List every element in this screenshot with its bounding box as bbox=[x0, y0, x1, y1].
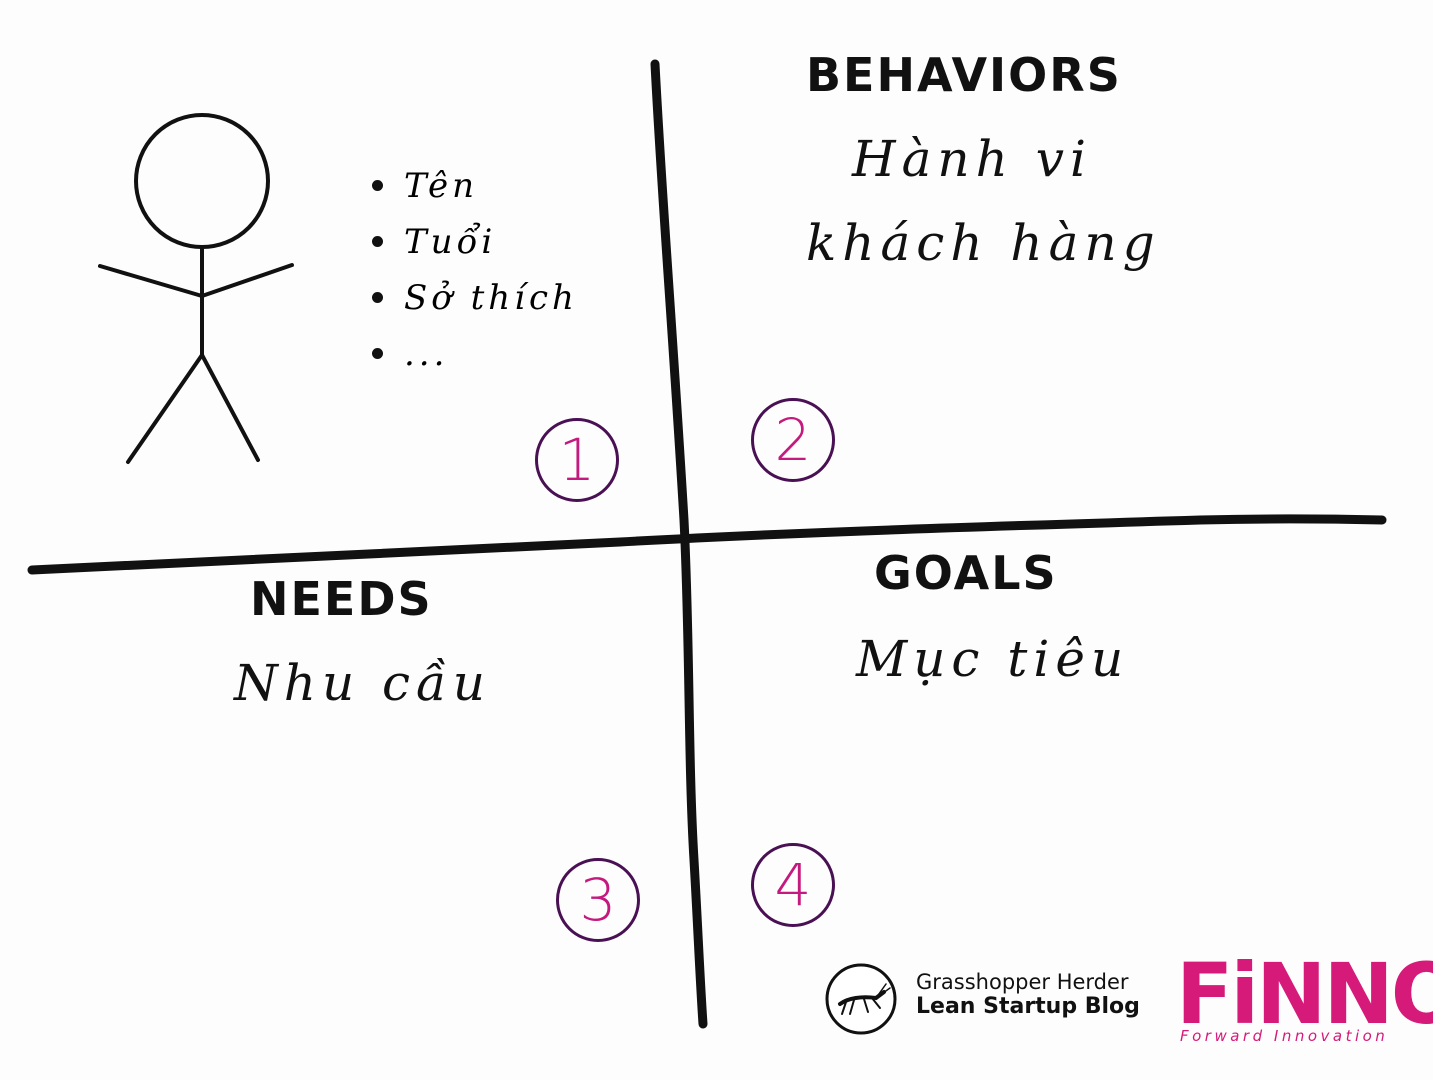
stick-figure-icon bbox=[98, 113, 294, 464]
quadrant-number-4: 4 bbox=[751, 843, 835, 927]
needs-label: Nhu cầu bbox=[234, 654, 491, 712]
quadrant-number-2: 2 bbox=[751, 398, 835, 482]
finno-logo: FiNNO bbox=[1176, 945, 1433, 1043]
vertical-divider bbox=[650, 59, 708, 1029]
attribute-item: Sở thích bbox=[370, 270, 578, 326]
behaviors-label-line1: Hành vi bbox=[852, 130, 1092, 188]
profile-attribute-list: Tên Tuổi Sở thích ... bbox=[370, 158, 578, 382]
attribute-item: Tuổi bbox=[370, 214, 578, 270]
horizontal-divider bbox=[27, 514, 1387, 575]
quadrant-number-1: 1 bbox=[535, 418, 619, 502]
attribute-item: ... bbox=[370, 326, 578, 382]
behaviors-label-line2: khách hàng bbox=[806, 214, 1161, 272]
grasshopper-brand-name: Grasshopper Herder bbox=[916, 970, 1129, 994]
finno-tagline: Forward Innovation bbox=[1180, 1027, 1389, 1045]
attribute-item: Tên bbox=[370, 158, 578, 214]
goals-heading: GOALS bbox=[874, 546, 1058, 600]
grasshopper-icon bbox=[825, 963, 897, 1035]
needs-heading: NEEDS bbox=[250, 572, 433, 626]
grasshopper-brand-subtitle: Lean Startup Blog bbox=[916, 994, 1140, 1019]
quadrant-number-3: 3 bbox=[556, 858, 640, 942]
behaviors-heading: BEHAVIORS bbox=[806, 48, 1122, 102]
goals-label: Mục tiêu bbox=[856, 630, 1130, 688]
